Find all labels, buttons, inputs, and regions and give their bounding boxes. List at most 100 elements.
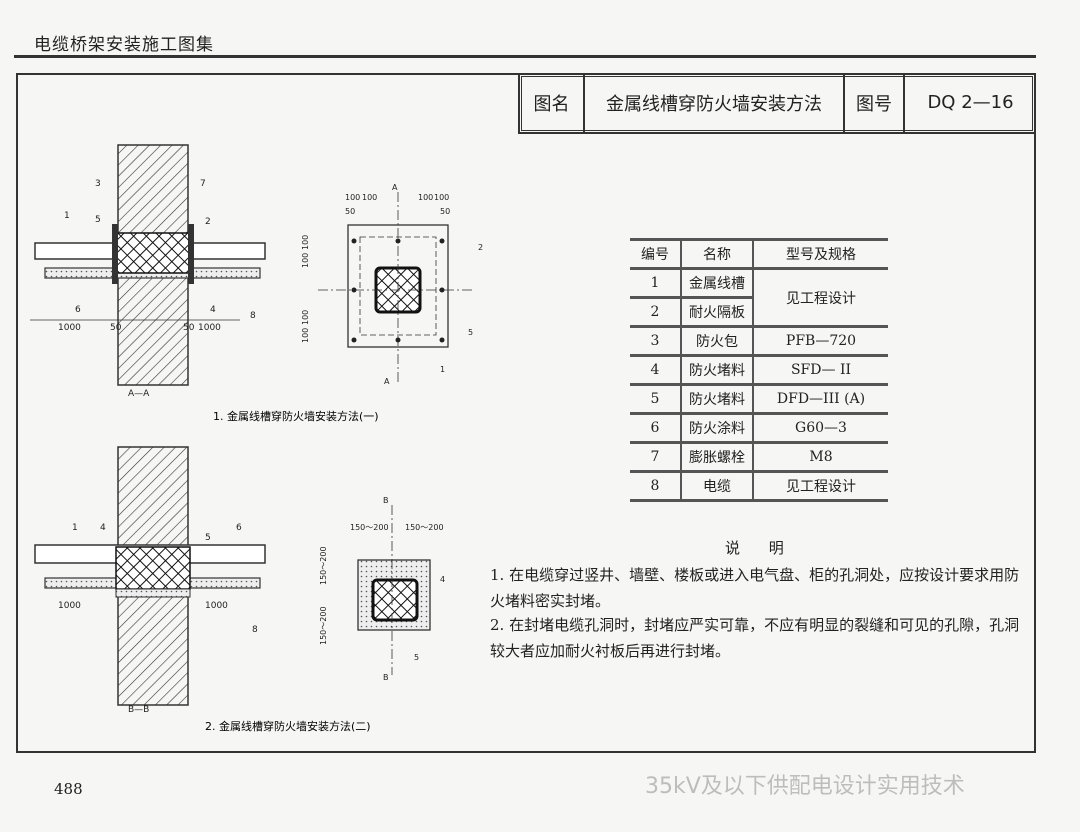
table-row: 8 电缆 见工程设计 — [630, 471, 888, 502]
fig2-callout-6: 6 — [236, 523, 242, 533]
fig1-section-label: A—A — [128, 389, 150, 399]
row1-spec: 见工程设计 — [752, 268, 888, 328]
fig1-callout-3: 3 — [95, 179, 101, 189]
drawing-code-label: 图号 — [845, 73, 905, 132]
fig1-callout-7: 7 — [200, 179, 206, 189]
fig1-callout-6: 6 — [75, 305, 81, 315]
fig1-callout-1: 1 — [64, 211, 70, 221]
row6-name: 防火涂料 — [680, 413, 753, 444]
fig1-elev-callout-1: 1 — [440, 365, 445, 374]
row6-no: 6 — [630, 413, 681, 444]
fig2-caption: 2. 金属线槽穿防火墙安装方法(二) — [205, 719, 371, 733]
row7-name: 膨胀螺栓 — [680, 442, 753, 473]
fig2-callout-1: 1 — [72, 523, 78, 533]
fig2-callout-4: 4 — [100, 523, 106, 533]
fig1-dim-right-50: 50 — [183, 323, 195, 333]
fig1-dim-side-100d: 100 — [301, 328, 310, 343]
title-block: 图名 金属线槽穿防火墙安装方法 图号 DQ 2—16 — [518, 73, 1036, 134]
row5-name: 防火堵料 — [680, 384, 753, 415]
row3-name: 防火包 — [680, 326, 753, 357]
note-1: 1. 在电缆穿过竖井、墙壁、楼板或进入电气盘、柜的孔洞处，应按设计要求用防火堵料… — [490, 566, 1020, 610]
fig1-elevation-view — [318, 192, 472, 385]
fig1-dim-side-100c: 100 — [301, 310, 310, 325]
row4-name: 防火堵料 — [680, 355, 753, 386]
fig1-callout-8: 8 — [250, 311, 256, 321]
row3-no: 3 — [630, 326, 681, 357]
row1-name: 金属线槽 — [680, 268, 753, 299]
book-title: 电缆桥架安装施工图集 — [34, 35, 214, 55]
fig1-elev-callout-5: 5 — [468, 328, 473, 337]
fig2-section-view — [34, 446, 266, 706]
drawing-name: 金属线槽穿防火墙安装方法 — [585, 73, 845, 132]
row2-no: 2 — [630, 297, 681, 328]
fig1-cut-label-bottom: A — [384, 377, 390, 386]
installation-drawings: 3 7 2 1 5 6 4 8 1000 50 50 1000 A—A A A … — [30, 144, 483, 733]
fig1-dim-top-100a: 100 — [345, 193, 360, 202]
fig2-cut-label-bottom: B — [383, 673, 389, 682]
table-header-row: 编号 名称 型号及规格 — [630, 238, 888, 270]
fig2-dim-top-a: 150～200 — [350, 523, 389, 532]
fig1-dim-top-100b: 100 — [362, 193, 377, 202]
fig2-elev-callout-5: 5 — [414, 653, 419, 662]
row3-spec: PFB—720 — [752, 326, 888, 357]
fig2-section-label: B—B — [128, 705, 149, 715]
table-row: 6 防火涂料 G60—3 — [630, 413, 888, 444]
fig1-elev-callout-2: 2 — [478, 243, 483, 252]
fig1-dim-left-1000: 1000 — [58, 323, 81, 333]
table-row: 3 防火包 PFB—720 — [630, 326, 888, 357]
table-row: 1 金属线槽 见工程设计 — [630, 268, 888, 328]
header-no: 编号 — [630, 238, 681, 270]
row1-no: 1 — [630, 268, 681, 299]
fig2-dim-side-b: 150～200 — [319, 606, 328, 645]
page-number: 488 — [54, 780, 83, 798]
header-name: 名称 — [680, 238, 753, 270]
fig1-callout-2: 2 — [205, 217, 211, 227]
fig1-cut-label-top: A — [392, 183, 398, 192]
fig2-elev-callout-4: 4 — [440, 575, 445, 584]
row2-name: 耐火隔板 — [680, 297, 753, 328]
row4-no: 4 — [630, 355, 681, 386]
row6-spec: G60—3 — [752, 413, 888, 444]
row4-spec: SFD— II — [752, 355, 888, 386]
drawing-name-label: 图名 — [520, 73, 585, 132]
fig1-section-view — [30, 144, 266, 386]
row5-spec: DFD—III (A) — [752, 384, 888, 415]
table-row: 7 膨胀螺栓 M8 — [630, 442, 888, 473]
fig1-dim-left-50: 50 — [110, 323, 122, 333]
fig2-callout-8: 8 — [252, 625, 258, 635]
fig2-dim-side-a: 150～200 — [319, 546, 328, 585]
fig2-cut-label-top: B — [383, 496, 389, 505]
material-spec-table: 编号 名称 型号及规格 1 金属线槽 见工程设计 2 耐火隔板 3 防火包 PF… — [630, 238, 888, 502]
drawing-frame — [16, 73, 1036, 753]
table-row: 5 防火堵料 DFD—III (A) — [630, 384, 888, 415]
table-row: 2 耐火隔板 — [630, 297, 888, 328]
fig1-dim-side-100a: 100 — [301, 235, 310, 250]
row7-spec: M8 — [752, 442, 888, 473]
fig1-caption: 1. 金属线槽穿防火墙安装方法(一) — [213, 409, 379, 423]
fig1-dim-top-50b: 50 — [440, 207, 450, 216]
row8-name: 电缆 — [680, 471, 753, 502]
watermark: 35kV及以下供配电设计实用技术 — [645, 774, 965, 799]
note-2: 2. 在封堵电缆孔洞时，封堵应严实可靠，不应有明显的裂缝和可见的孔隙，孔洞较大者… — [490, 616, 1020, 660]
fig2-dim-top-b: 150～200 — [405, 523, 444, 532]
notes-title: 说 明 — [725, 539, 796, 557]
fig2-dim-left: 1000 — [58, 601, 81, 611]
fig1-dim-right-1000: 1000 — [198, 323, 221, 333]
fig1-dim-side-100b: 100 — [301, 253, 310, 268]
fig2-elevation-view — [357, 505, 431, 675]
drawing-code: DQ 2—16 — [927, 92, 1014, 113]
fig1-callout-5: 5 — [95, 215, 101, 225]
header-spec: 型号及规格 — [752, 238, 888, 270]
fig2-dim-right: 1000 — [205, 601, 228, 611]
row8-spec: 见工程设计 — [752, 471, 888, 502]
row8-no: 8 — [630, 471, 681, 502]
fig1-dim-top-100d: 100 — [434, 193, 449, 202]
row5-no: 5 — [630, 384, 681, 415]
fig1-dim-top-100c: 100 — [418, 193, 433, 202]
header-rule — [14, 55, 1036, 58]
fig2-callout-5: 5 — [205, 533, 211, 543]
row7-no: 7 — [630, 442, 681, 473]
fig1-callout-4: 4 — [210, 305, 216, 315]
fig1-dim-top-50a: 50 — [345, 207, 355, 216]
table-row: 4 防火堵料 SFD— II — [630, 355, 888, 386]
